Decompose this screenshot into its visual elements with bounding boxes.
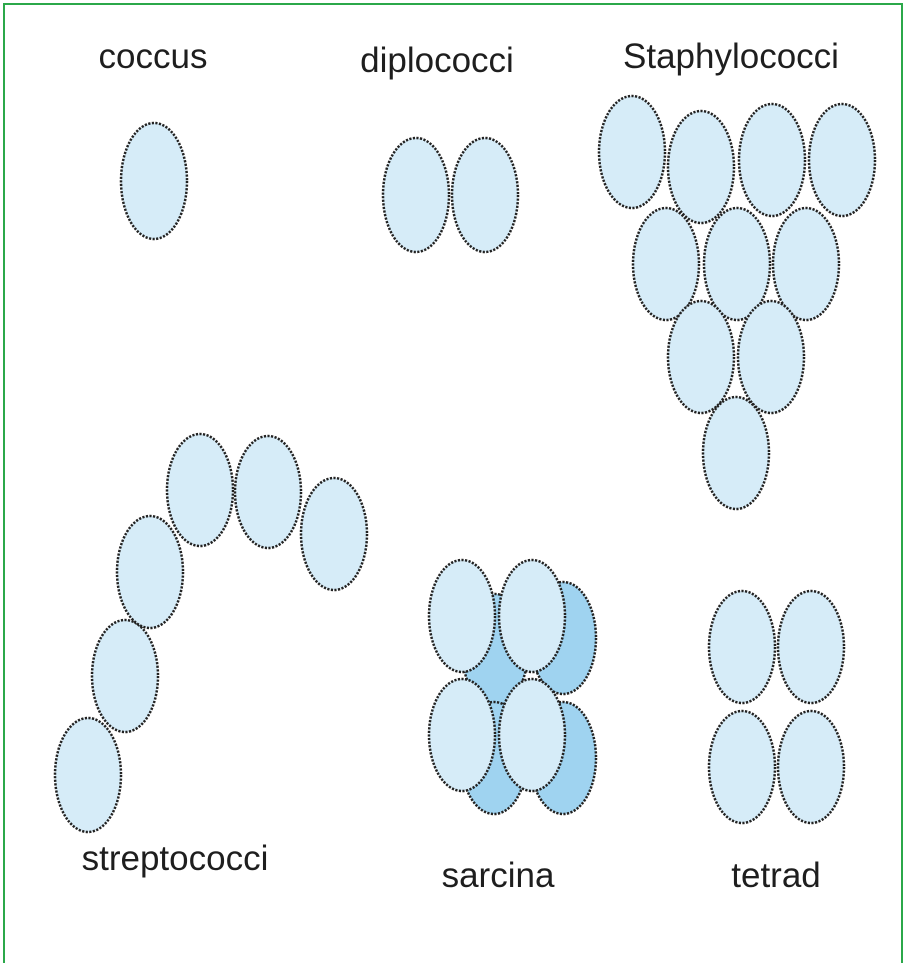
tetrad-cell bbox=[776, 709, 846, 825]
sarcina-label: sarcina bbox=[442, 856, 555, 895]
coccus-cell bbox=[119, 121, 189, 241]
streptococci-cell bbox=[115, 514, 185, 630]
sarcina-cell bbox=[497, 558, 567, 674]
sarcina-cell bbox=[427, 558, 497, 674]
tetrad-label: tetrad bbox=[731, 856, 821, 895]
staphylococci-cell bbox=[597, 94, 667, 210]
staphylococci-cell bbox=[737, 102, 807, 218]
staphylococci-cell bbox=[631, 206, 701, 322]
sarcina-cell bbox=[497, 677, 567, 793]
staphylococci-cell bbox=[702, 206, 772, 322]
coccus-group: coccus bbox=[99, 37, 208, 241]
staphylococci-cell bbox=[736, 299, 806, 415]
staphylococci-cell bbox=[807, 102, 877, 218]
streptococci-group: streptococci bbox=[53, 432, 369, 878]
diplococci-group: diplococci bbox=[360, 41, 520, 254]
tetrad-group: tetrad bbox=[707, 589, 846, 895]
staphylococci-cell bbox=[701, 395, 771, 511]
diplococci-cell-1 bbox=[381, 136, 451, 254]
streptococci-cell bbox=[165, 432, 235, 548]
streptococci-cell bbox=[299, 476, 369, 592]
streptococci-label: streptococci bbox=[82, 839, 269, 878]
tetrad-cell bbox=[707, 589, 777, 705]
streptococci-cell bbox=[90, 618, 160, 734]
staphylococci-label: Staphylococci bbox=[623, 37, 839, 76]
tetrad-cell bbox=[707, 709, 777, 825]
sarcina-cell bbox=[427, 677, 497, 793]
tetrad-cell bbox=[776, 589, 846, 705]
diplococci-label: diplococci bbox=[360, 41, 514, 80]
staphylococci-group: Staphylococci bbox=[597, 37, 877, 511]
diplococci-cell-2 bbox=[450, 136, 520, 254]
streptococci-cell bbox=[233, 434, 303, 550]
coccus-label: coccus bbox=[99, 37, 208, 76]
streptococci-cell bbox=[53, 716, 123, 834]
staphylococci-cell bbox=[666, 109, 736, 225]
sarcina-group: sarcina bbox=[427, 558, 598, 895]
staphylococci-cell bbox=[771, 206, 841, 322]
staphylococci-cell bbox=[666, 299, 736, 415]
